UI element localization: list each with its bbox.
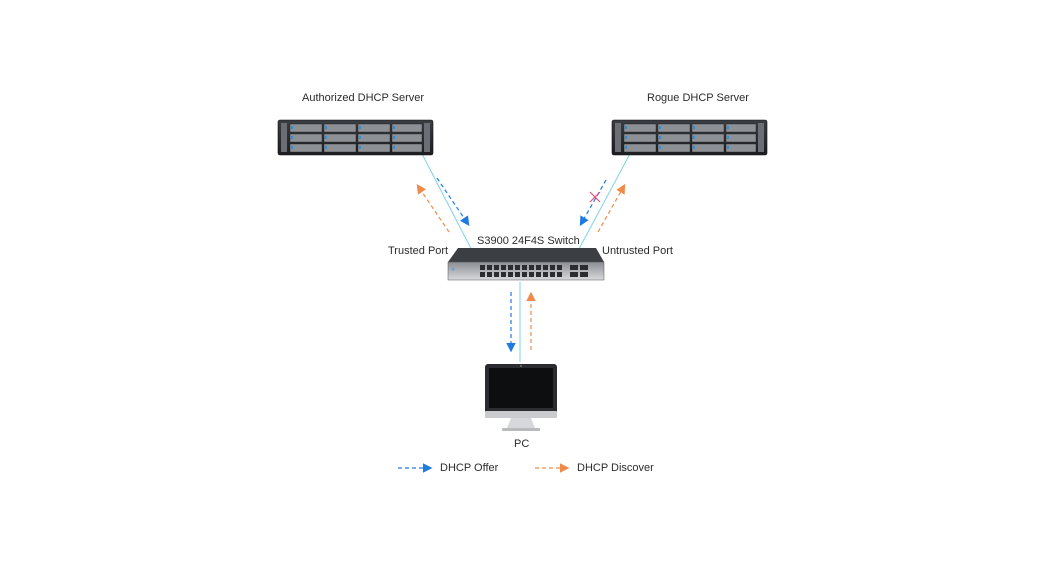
rogue-server-icon: [611, 119, 768, 156]
rogue-server-label: Rogue DHCP Server: [647, 92, 749, 104]
monitor-icon: [485, 364, 557, 431]
switch-label: S3900 24F4S Switch: [477, 235, 580, 247]
blocked-x-icon: [589, 191, 601, 203]
discover-arrow-switch-to-rogue: [597, 183, 626, 233]
untrusted-port-label: Untrusted Port: [602, 245, 673, 257]
offer-arrow-authorized-to-switch: [436, 177, 470, 226]
discover-arrow-switch-to-authorized: [416, 184, 450, 233]
trusted-port-label: Trusted Port: [388, 245, 449, 257]
offer-arrow-rogue-to-switch: [579, 179, 607, 227]
pc-label: PC: [514, 438, 530, 450]
link-authorized-switch: [419, 149, 479, 263]
legend-offer-label: DHCP Offer: [440, 462, 499, 474]
link-rogue-switch: [571, 149, 633, 263]
legend-discover-label: DHCP Discover: [577, 462, 654, 474]
authorized-server-label: Authorized DHCP Server: [302, 92, 425, 104]
switch-icon: [447, 248, 605, 281]
authorized-server-icon: [277, 119, 434, 156]
